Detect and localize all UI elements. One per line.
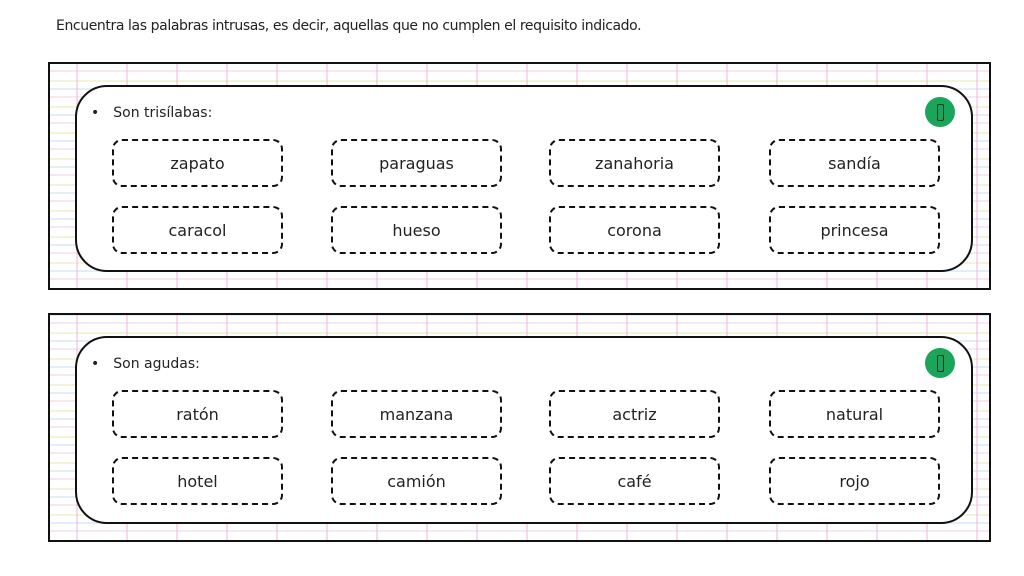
word-box[interactable]: hueso (331, 206, 502, 254)
exercise-heading: Son trisílabas: (113, 105, 213, 121)
word-box[interactable]: caracol (112, 206, 283, 254)
word-box[interactable]: café (549, 457, 720, 505)
exercise-heading: Son agudas: (113, 356, 200, 372)
word-box[interactable]: zapato (112, 139, 283, 187)
word-box[interactable]: zanahoria (549, 139, 720, 187)
bullet: • (91, 356, 100, 372)
exercise-card: • Son agudas: ratón manzana actriz natura… (75, 336, 973, 524)
word-box[interactable]: corona (549, 206, 720, 254)
exercise-panel-2: • Son agudas: ratón manzana actriz natura… (48, 313, 991, 542)
word-box[interactable]: rojo (769, 457, 940, 505)
exercise-card: • Son trisílabas: zapato paraguas zanahor… (75, 85, 973, 272)
word-box[interactable]: hotel (112, 457, 283, 505)
word-box[interactable]: sandía (769, 139, 940, 187)
exercise-panel-1: • Son trisílabas: zapato paraguas zanahor… (48, 62, 991, 290)
word-box[interactable]: princesa (769, 206, 940, 254)
word-box[interactable]: ratón (112, 390, 283, 438)
word-box[interactable]: camión (331, 457, 502, 505)
bullet: • (91, 105, 100, 121)
word-box[interactable]: natural (769, 390, 940, 438)
instruction-text: Encuentra las palabras intrusas, es deci… (56, 18, 642, 34)
logo-icon (925, 97, 955, 127)
word-box[interactable]: paraguas (331, 139, 502, 187)
word-box[interactable]: manzana (331, 390, 502, 438)
word-box[interactable]: actriz (549, 390, 720, 438)
logo-icon (925, 348, 955, 378)
